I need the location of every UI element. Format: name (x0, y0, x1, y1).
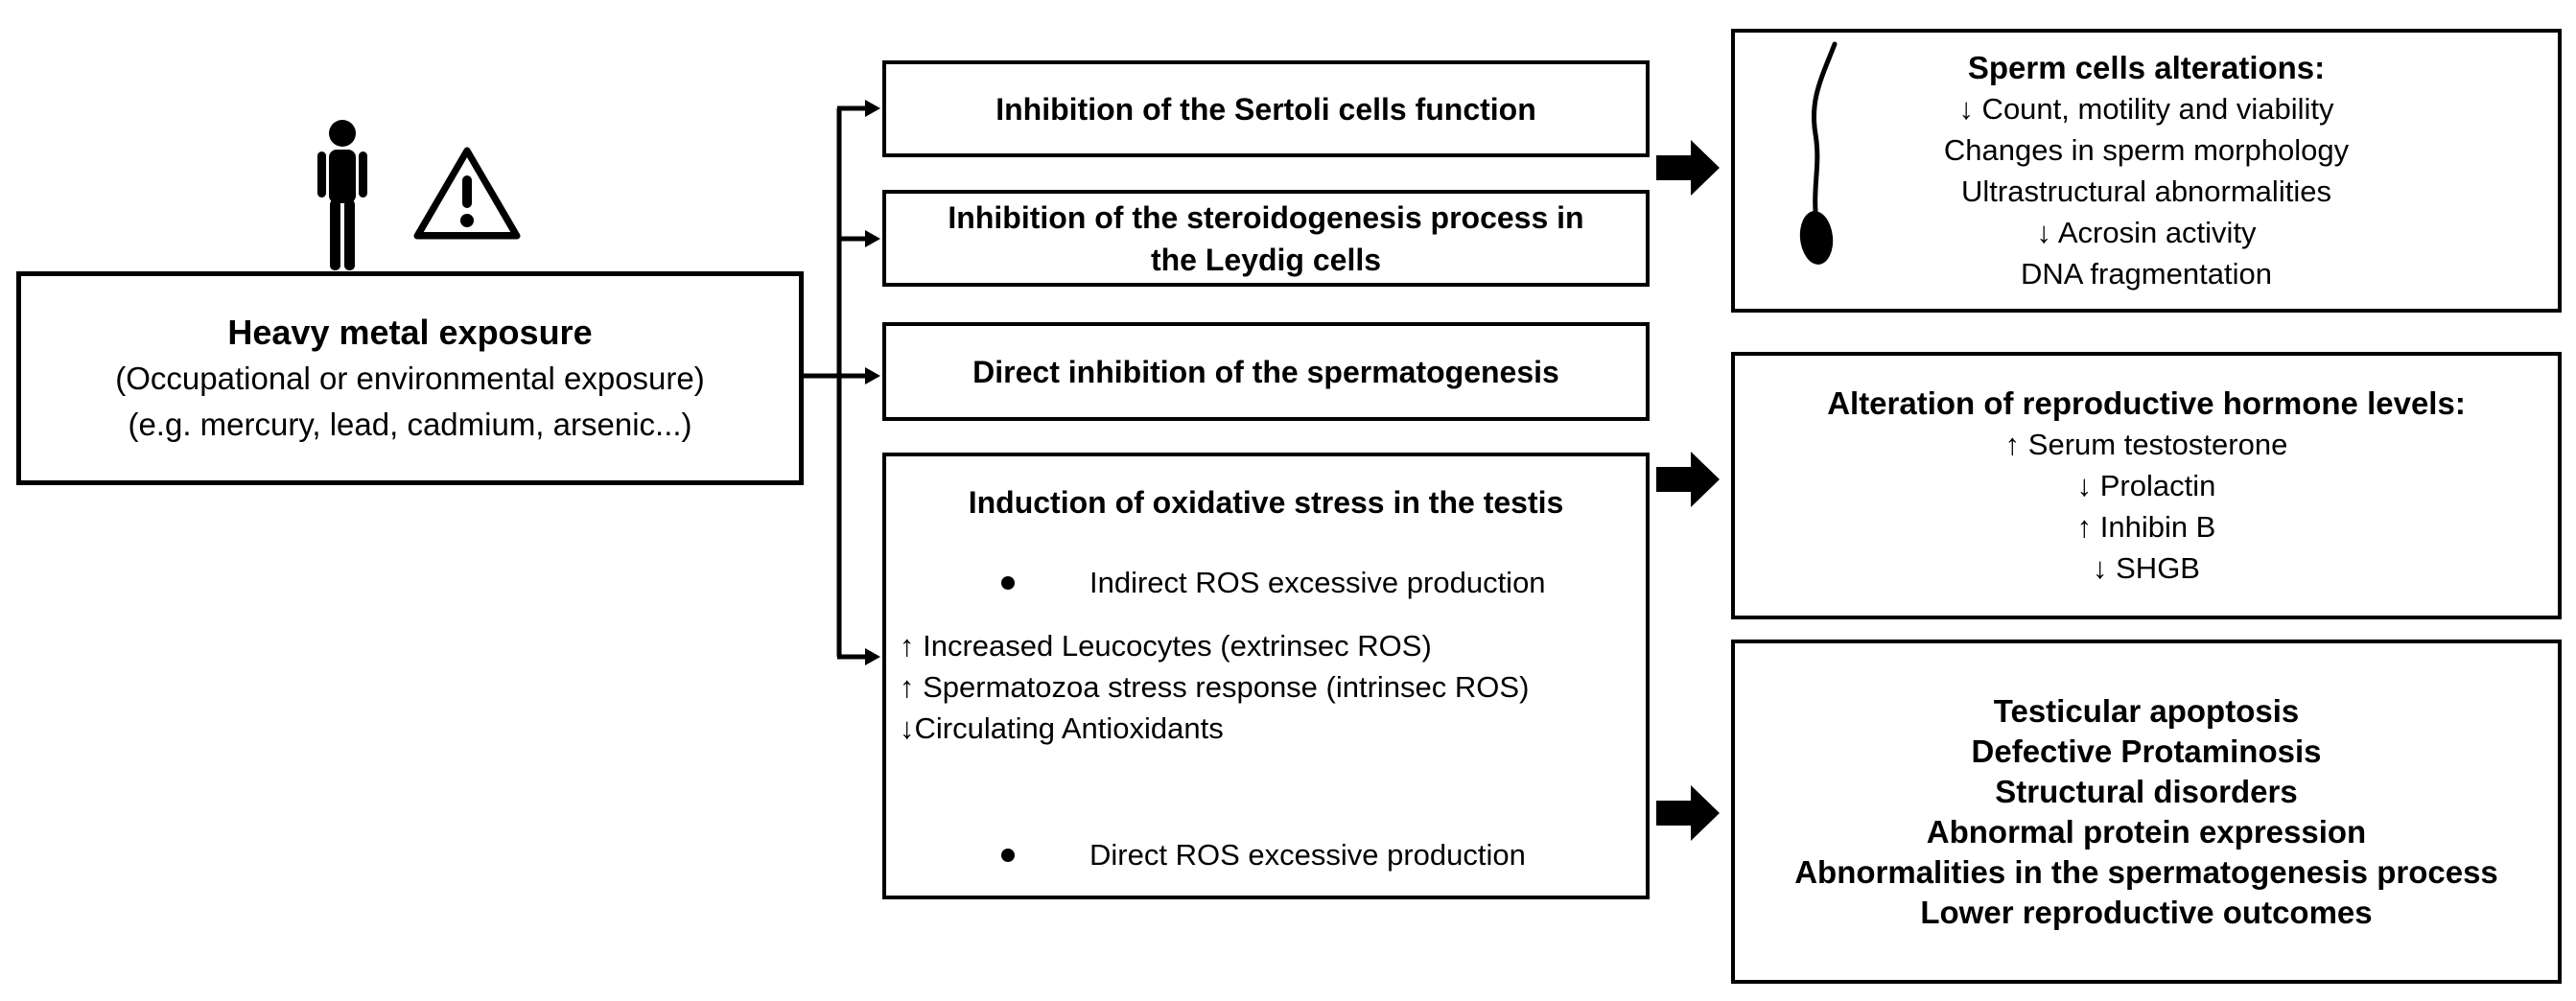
spermatogenesis-abnormalities: Abnormalities in the spermatogenesis pro… (1794, 853, 2498, 890)
sperm-alterations-title: Sperm cells alterations: (1967, 50, 2326, 85)
mechanism-box-sertoli: Inhibition of the Sertoli cells function (882, 60, 1650, 157)
abnormal-protein-expression: Abnormal protein expression (1926, 813, 2367, 850)
source-subtitle-1: (Occupational or environmental exposure) (115, 360, 705, 396)
mechanism-steroidogenesis-line-1: Inhibition of the steroidogenesis proces… (948, 199, 1584, 235)
bullet-dot-icon (1001, 576, 1015, 590)
hormone-inhibin-b: ↑ Inhibin B (2076, 510, 2216, 544)
sperm-alteration-ultrastructural: Ultrastructural abnormalities (1961, 175, 2331, 208)
warning-icon (413, 147, 521, 240)
heavy-metal-exposure-box: Heavy metal exposure (Occupational or en… (16, 271, 804, 485)
indirect-ros-label: Indirect ROS excessive production (1089, 566, 1546, 599)
block-arrow-to-testicular-box (1656, 785, 1720, 841)
hormone-prolactin: ↓ Prolactin (2076, 469, 2216, 502)
outcome-box-hormone-levels: Alteration of reproductive hormone level… (1731, 352, 2562, 619)
defective-protaminosis: Defective Protaminosis (1971, 733, 2322, 769)
sperm-alteration-acrosin: ↓ Acrosin activity (2036, 216, 2257, 249)
person-icon (317, 120, 367, 270)
mechanism-box-spermatogenesis: Direct inhibition of the spermatogenesis (882, 322, 1650, 421)
mechanism-steroidogenesis-line-2: the Leydig cells (1150, 242, 1382, 277)
direct-ros-label: Direct ROS excessive production (1089, 838, 1526, 872)
effect-antioxidants: ↓Circulating Antioxidants (900, 711, 1224, 745)
block-arrow-to-sperm-box (1656, 140, 1720, 196)
sperm-alteration-dna: DNA fragmentation (2021, 257, 2272, 291)
lower-reproductive-outcomes: Lower reproductive outcomes (1920, 894, 2373, 930)
outcome-box-testicular: Testicular apoptosis Defective Protamino… (1731, 640, 2562, 984)
mechanism-box-oxidative-stress: Induction of oxidative stress in the tes… (882, 453, 1650, 899)
mechanism-sertoli-label: Inhibition of the Sertoli cells function (995, 91, 1536, 127)
effect-leucocytes: ↑ Increased Leucocytes (extrinsec ROS) (900, 629, 1432, 663)
bullet-dot-icon (1001, 849, 1015, 862)
sperm-alteration-count: ↓ Count, motility and viability (1958, 92, 2334, 126)
effect-spermatozoa-stress: ↑ Spermatozoa stress response (intrinsec… (900, 670, 1530, 704)
source-title: Heavy metal exposure (227, 312, 593, 352)
hormone-shgb: ↓ SHGB (2093, 551, 2200, 585)
source-subtitle-2: (e.g. mercury, lead, cadmium, arsenic...… (128, 406, 692, 442)
mechanism-spermatogenesis-label: Direct inhibition of the spermatogenesis (972, 354, 1559, 389)
connector-arrows (802, 100, 880, 665)
sperm-alteration-morphology: Changes in sperm morphology (1943, 133, 2350, 167)
outcome-box-sperm-alterations: Sperm cells alterations: ↓ Count, motili… (1731, 29, 2562, 313)
testicular-apoptosis: Testicular apoptosis (1993, 692, 2300, 729)
oxidative-effects-list: ↑ Increased Leucocytes (extrinsec ROS) ↑… (900, 625, 1529, 749)
structural-disorders: Structural disorders (1995, 773, 2298, 809)
block-arrow-to-hormone-box (1656, 452, 1720, 507)
sperm-icon (1799, 41, 1838, 265)
direct-ros-bullet: Direct ROS excessive production (1001, 836, 1526, 874)
oxidative-stress-title: Induction of oxidative stress in the tes… (968, 485, 1564, 520)
hormone-levels-title: Alteration of reproductive hormone level… (1827, 385, 2466, 421)
indirect-ros-bullet: Indirect ROS excessive production (1001, 564, 1546, 602)
hormone-testosterone: ↑ Serum testosterone (2004, 428, 2288, 461)
mechanism-box-steroidogenesis: Inhibition of the steroidogenesis proces… (882, 190, 1650, 287)
